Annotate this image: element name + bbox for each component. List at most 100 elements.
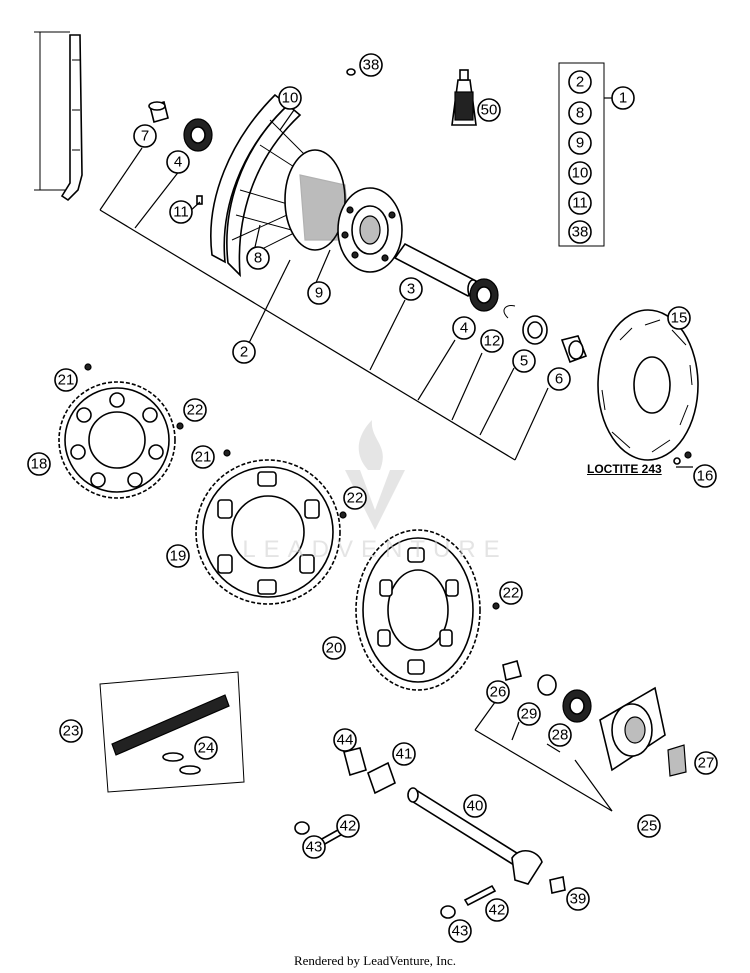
sprocket-medium [195,449,347,605]
callout-3: 3 [399,277,423,301]
svg-text:6: 6 [555,371,563,388]
callout-4b: 4 [452,316,476,340]
svg-text:4: 4 [460,320,468,337]
callout-22c: 22 [499,581,523,605]
svg-text:29: 29 [521,706,538,723]
svg-text:42: 42 [489,902,506,919]
svg-text:7: 7 [141,128,149,145]
svg-text:2: 2 [576,74,584,91]
callout-21a: 21 [54,368,78,392]
callout-6: 6 [547,367,571,391]
callout-22a: 22 [183,398,207,422]
callout-40: 40 [463,794,487,818]
svg-text:10: 10 [572,165,589,182]
callout-27: 27 [694,751,718,775]
svg-text:38: 38 [572,224,589,241]
callout-22b: 22 [343,486,367,510]
svg-text:18: 18 [31,456,48,473]
brake-disc [597,309,699,465]
hub-small-parts [148,68,356,205]
svg-text:42: 42 [340,818,357,835]
svg-text:1: 1 [619,90,627,107]
svg-text:26: 26 [490,684,507,701]
callout-50: 50 [477,98,501,122]
axle-parts [393,242,588,364]
callout-20: 20 [322,636,346,660]
wheel-hub [231,119,403,273]
leader-lines [99,109,693,812]
callout-29: 29 [517,702,541,726]
callout-11: 11 [169,200,193,224]
svg-text:27: 27 [698,755,715,772]
callout-21b: 21 [191,445,215,469]
callout-41: 41 [392,742,416,766]
callouts: 1 2 3 4 4 5 6 7 8 9 10 11 12 15 16 18 19… [27,53,718,943]
callout-26: 26 [486,680,510,704]
svg-text:19: 19 [170,548,187,565]
callout-16: 16 [693,464,717,488]
loctite-label: LOCTITE 243 [587,462,662,476]
svg-text:2: 2 [240,344,248,361]
spoke-tool [34,31,83,202]
svg-text:15: 15 [671,310,688,327]
callout-28: 28 [548,723,572,747]
callout-9: 9 [307,281,331,305]
svg-text:22: 22 [347,490,364,507]
svg-text:24: 24 [198,740,215,757]
svg-text:3: 3 [407,281,415,298]
svg-text:9: 9 [576,135,584,152]
sprocket-large [355,529,500,691]
svg-text:16: 16 [697,468,714,485]
svg-text:43: 43 [452,923,469,940]
callout-5: 5 [512,349,536,373]
callout-24: 24 [194,736,218,760]
callout-7: 7 [133,124,157,148]
svg-text:11: 11 [173,204,189,221]
svg-text:5: 5 [520,353,528,370]
svg-text:21: 21 [195,449,212,466]
svg-text:23: 23 [63,723,80,740]
callout-25: 25 [637,814,661,838]
svg-text:12: 12 [484,333,501,350]
svg-text:25: 25 [641,818,658,835]
svg-text:21: 21 [58,372,75,389]
svg-text:10: 10 [282,90,299,107]
svg-text:28: 28 [552,727,569,744]
svg-text:22: 22 [187,402,204,419]
kit-item-9: 9 [568,131,592,155]
callout-10: 10 [278,86,302,110]
kit-item-11: 11 [568,191,592,215]
callout-42b: 42 [485,898,509,922]
loctite-bottle [451,69,477,126]
svg-text:20: 20 [326,640,343,657]
svg-text:40: 40 [467,798,484,815]
callout-23: 23 [59,719,83,743]
svg-text:8: 8 [576,105,584,122]
svg-text:11: 11 [572,195,588,212]
callout-8: 8 [246,246,270,270]
callout-43b: 43 [448,919,472,943]
callout-44: 44 [333,728,357,752]
callout-18: 18 [27,452,51,476]
svg-text:4: 4 [174,154,182,171]
callout-15: 15 [667,306,691,330]
watermark-text: LEADVENTURE [242,536,508,563]
svg-text:8: 8 [254,250,262,267]
callout-38: 38 [359,53,383,77]
chain [99,671,245,793]
svg-text:41: 41 [396,746,413,763]
watermark-logo [345,420,405,530]
svg-text:43: 43 [306,839,323,856]
sprocket-small [58,363,184,499]
sprocket-carrier [502,660,687,777]
callout-42a: 42 [336,814,360,838]
callout-2: 2 [232,340,256,364]
callout-39: 39 [566,887,590,911]
svg-text:39: 39 [570,891,587,908]
callout-4a: 4 [166,150,190,174]
callout-12: 12 [480,329,504,353]
callout-1: 1 [611,86,635,110]
svg-text:44: 44 [337,732,354,749]
